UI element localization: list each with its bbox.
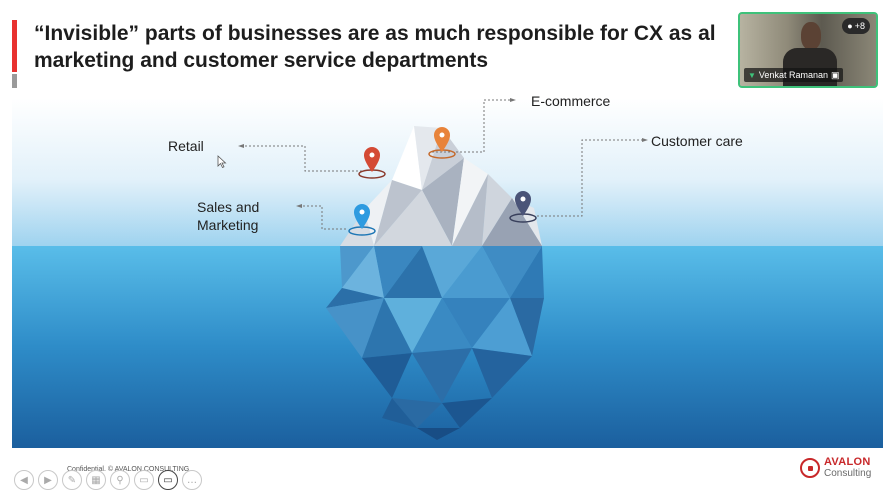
more-options-icon[interactable]: … <box>182 470 202 490</box>
label-sales-line-1: Sales and <box>197 199 260 215</box>
iceberg-underwater <box>326 246 544 440</box>
logo-name: AVALON <box>824 456 871 468</box>
slide-accent-bar <box>12 20 17 72</box>
slide-title: “Invisible” parts of businesses are as m… <box>34 20 754 74</box>
subtitles-icon[interactable]: ▭ <box>134 470 154 490</box>
label-sales-line-2: Marketing <box>197 217 259 233</box>
participants-count: +8 <box>854 21 865 31</box>
pin-sales-icon <box>348 204 376 236</box>
arrowheads <box>238 98 648 208</box>
presentation-controls: ◀▶✎▦⚲▭▭… <box>14 470 202 490</box>
label-customer-care: Customer care <box>651 133 743 149</box>
connector-sales <box>300 205 346 230</box>
footer-confidential: Confidential. © AVALON CONSULTING <box>67 466 190 473</box>
participant-name: Venkat Ramanan <box>758 70 828 80</box>
participant-name-tag: ▼ Venkat Ramanan ▣ <box>744 68 844 82</box>
participant-head <box>801 22 821 50</box>
logo-mark-icon <box>800 458 820 478</box>
avalon-logo: AVALON Consulting <box>800 457 871 479</box>
slide-title-line-2: marketing and customer service departmen… <box>34 49 489 72</box>
label-ecommerce: E-commerce <box>531 93 611 109</box>
camera-icon[interactable]: ▭ <box>158 470 178 490</box>
slides-grid-icon[interactable]: ▦ <box>86 470 106 490</box>
pin-customer-care-icon <box>509 191 537 223</box>
pen-icon[interactable]: ✎ <box>62 470 82 490</box>
mouse-cursor-icon <box>217 155 227 169</box>
people-icon: ● <box>847 21 853 31</box>
pin-ecommerce-icon <box>428 127 456 159</box>
microphone-icon: ▼ <box>748 70 756 80</box>
slide-title-line-1: “Invisible” parts of businesses are as m… <box>34 22 716 45</box>
label-sales-marketing: Sales and Marketing <box>197 198 259 234</box>
slide-accent-bar-secondary <box>12 74 17 88</box>
prev-slide-icon[interactable]: ◀ <box>14 470 34 490</box>
connector-retail <box>242 145 362 172</box>
label-retail: Retail <box>168 138 204 154</box>
participants-button[interactable]: ● +8 <box>842 18 870 34</box>
connector-lines <box>242 99 642 230</box>
zoom-icon[interactable]: ⚲ <box>110 470 130 490</box>
pin-retail-icon <box>358 147 386 179</box>
participant-video-tile[interactable]: ● +8 ▼ Venkat Ramanan ▣ <box>738 12 878 88</box>
iceberg-illustration <box>12 98 883 448</box>
screen-share-icon: ▣ <box>830 69 840 80</box>
next-slide-icon[interactable]: ▶ <box>38 470 58 490</box>
connector-ecommerce <box>432 99 510 153</box>
logo-subtitle: Consulting <box>824 468 872 479</box>
